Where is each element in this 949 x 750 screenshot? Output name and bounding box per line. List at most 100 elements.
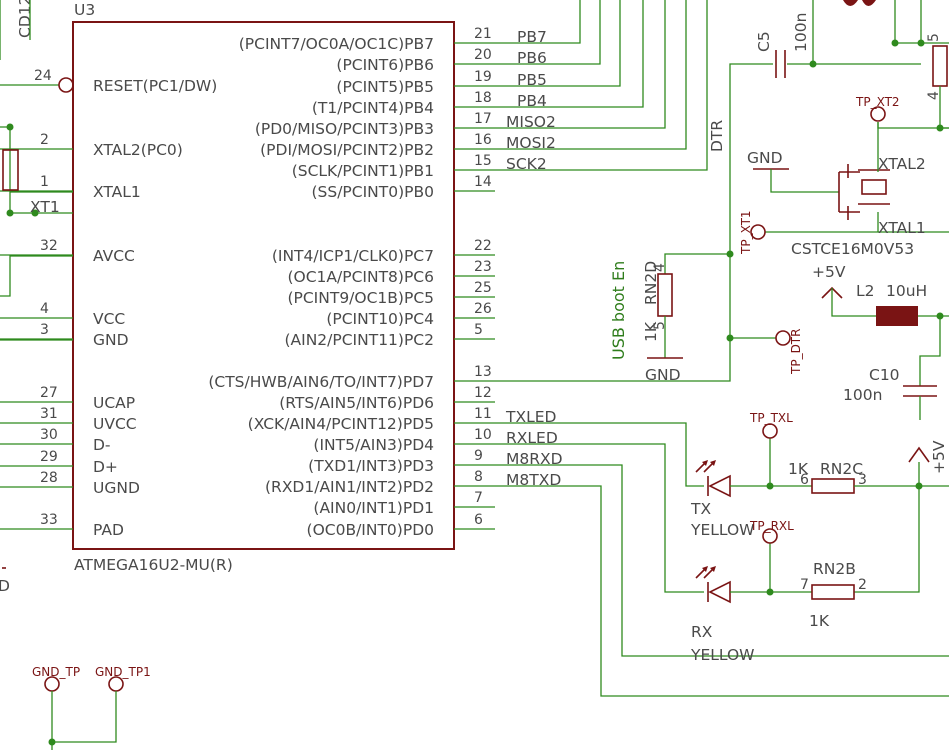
cstce-label: CSTCE16M0V53 (791, 240, 914, 258)
net-label: PB6 (517, 49, 547, 67)
u3-refdes: U3 (74, 1, 95, 19)
u3-left-pin: 29D+ (0, 449, 118, 476)
rn2c-label: RN2C (820, 460, 863, 478)
plus5v-l2-label: +5V (812, 263, 846, 281)
top-right-pin5: 5 (926, 33, 942, 42)
rn2b-pin2: 2 (858, 577, 867, 593)
l2-label: L2 (856, 282, 875, 300)
left-xtal-area: XT1 CD120 D (0, 0, 73, 595)
pin-number: 32 (40, 238, 58, 254)
c5-label: C5 (755, 31, 773, 52)
cd120-label: CD120 (16, 0, 34, 38)
pin-number: 21 (474, 26, 492, 42)
pin-number: 8 (474, 469, 483, 485)
pin-number: 31 (40, 406, 58, 422)
pin-name: UCAP (93, 394, 135, 412)
net-label: PB4 (517, 92, 547, 110)
u3-body (72, 21, 455, 550)
pin-number: 23 (474, 259, 492, 275)
u3-right-pin: (AIN2/PCINT11)PC2 5 (284, 322, 495, 349)
xt1-label: XT1 (30, 198, 60, 216)
pin-number: 29 (40, 449, 58, 465)
pin-name: D+ (93, 458, 118, 476)
pin-number: 15 (474, 153, 492, 169)
top-right-pin4: 4 (926, 91, 942, 100)
pin-name: (AIN2/PCINT11)PC2 (284, 331, 434, 349)
pin-name: (INT5/AIN3)PD4 (313, 436, 434, 454)
pin-number: 5 (474, 322, 483, 338)
pin-number: 1 (40, 174, 49, 190)
pin-name: D- (93, 436, 111, 454)
pin-name: (PCINT5)PB5 (336, 78, 434, 96)
pin-name: PAD (93, 521, 124, 539)
pin-name: XTAL2(PC0) (93, 141, 183, 159)
usb-boot-label: USB boot En (609, 261, 628, 360)
pin-name: XTAL1 (93, 183, 141, 201)
rn2d-pin5: 5 (652, 321, 668, 330)
pin-name: (T1/PCINT4)PB4 (312, 99, 434, 117)
pin-number: 6 (474, 512, 483, 528)
u3-right-pin: (OC0B/INT0)PD0 6 (307, 512, 495, 539)
tp-txl-label: TP_TXL (749, 411, 793, 425)
tx-led-color: YELLOW (690, 521, 755, 539)
plus5v-right-label: +5V (930, 440, 948, 474)
c10-label: C10 (869, 366, 900, 384)
tx-led-label: TX (690, 500, 711, 518)
net-label: SCK2 (506, 155, 547, 173)
net-label: MISO2 (506, 113, 556, 131)
pin-name: UVCC (93, 415, 137, 433)
net-label: MOSI2 (506, 134, 556, 152)
pin-name: (RXD1/AIN1/INT2)PD2 (265, 478, 434, 496)
pin-number: 16 (474, 132, 492, 148)
u3-part: ATMEGA16U2-MU(R) (74, 556, 233, 574)
pin-number: 18 (474, 90, 492, 106)
pin-number: 13 (474, 364, 492, 380)
pin-number: 24 (34, 68, 52, 84)
pin-name: (PCINT7/OC0A/OC1C)PB7 (239, 35, 434, 53)
net-label: PB7 (517, 28, 547, 46)
tp-xt2-label: TP_XT2 (855, 95, 900, 109)
l2-value: 10uH (886, 282, 927, 300)
pin-name: RESET(PC1/DW) (93, 77, 217, 95)
rn2d-pin4: 4 (652, 263, 668, 272)
net-label: M8RXD (506, 450, 563, 468)
pin-number: 19 (474, 69, 492, 85)
xtal1-label: XTAL1 (878, 219, 926, 237)
rn2d-gnd-label: GND (645, 366, 681, 384)
pin-number: 7 (474, 490, 483, 506)
pin-name: (SS/PCINT0)PB0 (311, 183, 434, 201)
pin-name: GND (93, 331, 129, 349)
l2-c10-area: +5V L2 10uH C10 100n (812, 263, 949, 420)
pin-number: 28 (40, 470, 58, 486)
pin-name: (PD0/MISO/PCINT3)PB3 (255, 120, 434, 138)
gnd-top-label: GND (747, 149, 783, 167)
d-label-cut: D (0, 577, 10, 595)
pin-name: (PCINT6)PB6 (336, 56, 434, 74)
rn2c-pin3: 3 (858, 472, 867, 488)
pin-name: (OC0B/INT0)PD0 (307, 521, 434, 539)
rn2d-area: GND USB boot En RN2D 1K 4 5 TP_DTR (609, 253, 803, 384)
pin-number: 25 (474, 280, 492, 296)
rx-led-label: RX (691, 623, 713, 641)
pin-name: (TXD1/INT3)PD3 (308, 457, 434, 475)
pin-number: 4 (40, 301, 49, 317)
pin-name: (CTS/HWB/AIN6/TO/INT7)PD7 (208, 373, 434, 391)
